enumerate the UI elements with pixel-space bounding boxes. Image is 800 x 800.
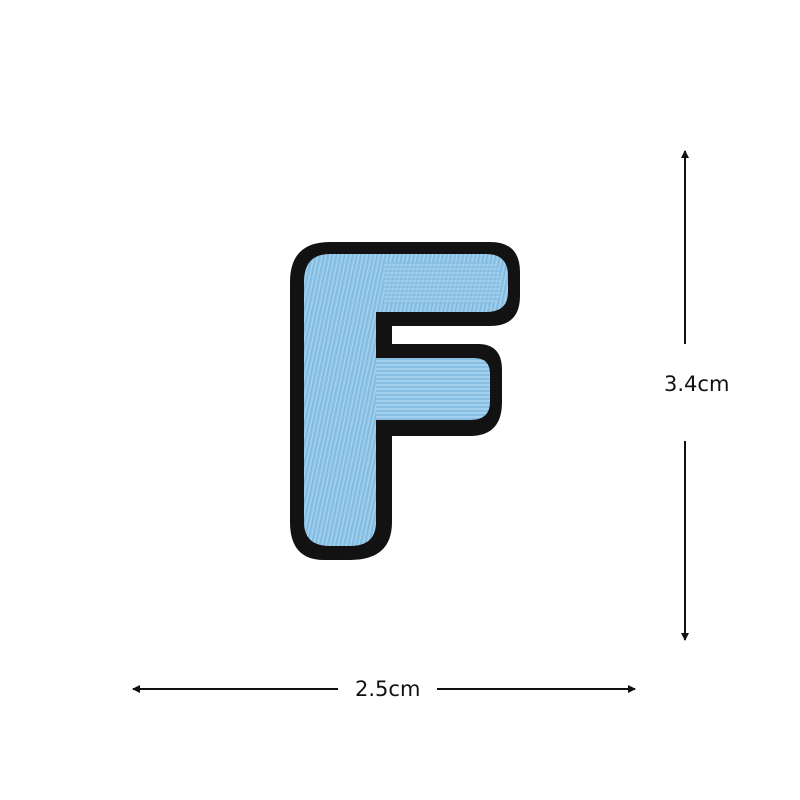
- patch-fill-top: [304, 254, 508, 546]
- height-label: 3.4cm: [664, 372, 730, 396]
- letter-f-patch: [290, 242, 520, 560]
- width-label: 2.5cm: [355, 677, 421, 701]
- patch-fill-middle: [376, 358, 490, 420]
